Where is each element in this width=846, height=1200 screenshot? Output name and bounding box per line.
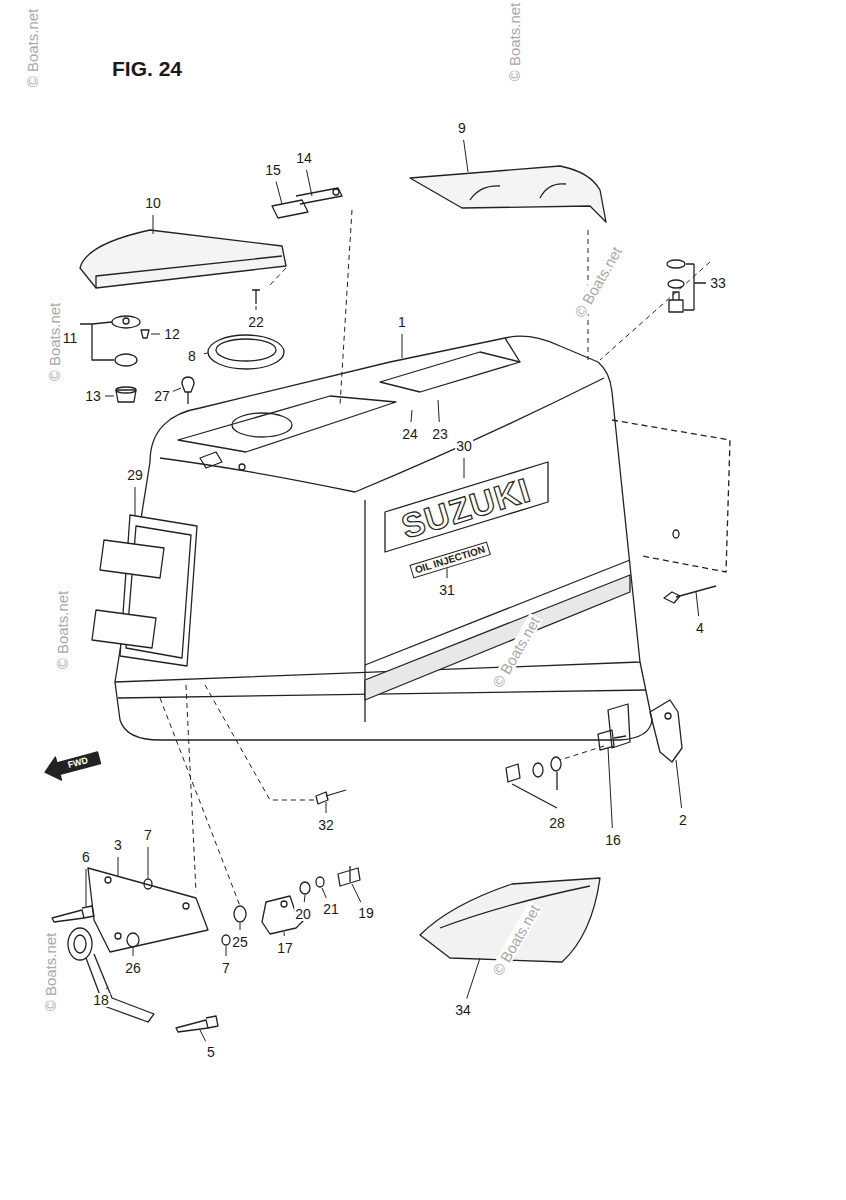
leader-line [86,869,87,906]
callout-number: 7 [143,828,153,842]
callout-number: 6 [81,850,91,864]
leader-line [118,857,119,876]
leader-line [304,895,306,902]
leader-line [153,215,154,234]
callout-number: 25 [231,935,249,949]
leader-line [284,932,285,936]
watermark: © Boats.net [43,932,58,1013]
watermark: © Boats.net [47,302,62,383]
figure-title: FIG. 24 [112,58,182,79]
callout-number: 16 [604,833,622,847]
leader-line [608,748,612,828]
callout-number: 32 [317,818,335,832]
callout-number: 5 [206,1045,216,1059]
callout-number: 17 [276,941,294,955]
callout-number: 24 [401,427,419,441]
callout-number: 18 [92,993,110,1007]
callout-number: 3 [113,838,123,852]
leader-line [438,400,439,422]
leader-line [148,847,149,878]
watermark: © Boats.net [55,590,70,671]
leader-line [226,946,227,956]
callout-number: 34 [454,1003,472,1017]
leader-line [411,410,412,422]
callout-number: 4 [695,621,705,635]
leader-line [306,170,312,196]
leader-line [464,458,465,478]
watermark: © Boats.net [507,2,522,83]
callout-number: 29 [126,468,144,482]
leader-line [200,1030,206,1041]
callout-number: 1 [397,315,407,329]
callout-number: 11 [62,331,79,345]
callout-number: 2 [678,813,688,827]
callout-number: 33 [709,276,727,290]
callout-number: 27 [153,389,171,403]
callout-number: 19 [357,906,375,920]
leader-line [276,182,282,204]
leader-line [676,760,682,808]
callout-number: 8 [187,349,197,363]
callout-number: 26 [124,961,142,975]
leader-line [151,334,160,335]
callout-number: 30 [455,439,473,453]
leader-line [133,948,134,956]
callout-number: 9 [457,121,467,135]
callout-number: 14 [295,151,313,165]
callout-number: 28 [548,816,566,830]
watermark: © Boats.net [25,8,40,89]
callout-number: 21 [322,902,340,916]
leader-line [135,487,136,516]
leader-line [464,140,468,172]
leader-line [322,888,326,898]
leader-line [326,802,327,813]
watermark: © Boats.net [571,243,624,320]
callout-number: 13 [84,389,102,403]
callout-number: 22 [247,315,265,329]
leader-line [696,592,699,616]
leader-line [204,353,208,355]
callout-number: 7 [221,961,231,975]
leader-line [256,306,257,310]
callout-number: 20 [294,907,312,921]
callout-number: 23 [431,427,449,441]
callout-number: 12 [163,327,181,341]
callout-number: 31 [438,583,456,597]
leader-line [352,884,361,902]
leader-line [467,958,480,999]
callout-number: 10 [144,196,162,210]
leader-line [173,388,181,391]
leader-line [240,923,241,930]
leader-line [106,986,108,989]
leader-line [402,334,403,358]
leader-line [105,396,114,397]
callout-number: 15 [264,163,282,177]
